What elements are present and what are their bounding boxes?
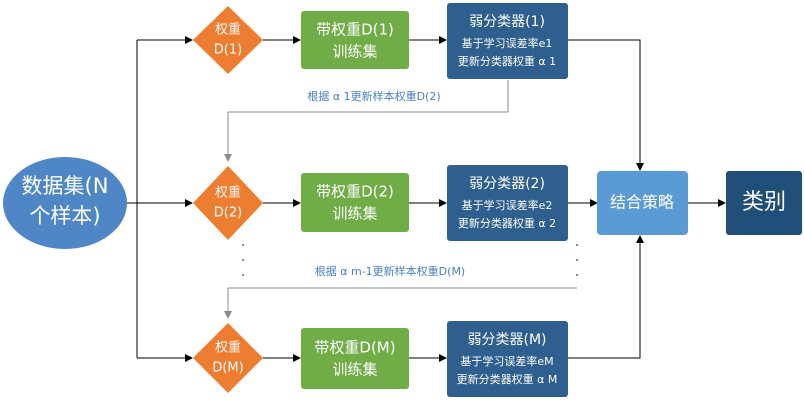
train-line1-2: 带权重D(2) (316, 183, 394, 201)
classifier-node-1: 弱分类器(1) 基于学习误差率e1 更新分类器权重 α 1 (447, 3, 568, 79)
classifier-title-m: 弱分类器(M) (467, 332, 546, 348)
classifier-line1-2: 基于学习误差率e2 (462, 198, 553, 212)
ellipsis-left (242, 244, 244, 276)
classifier-line2-m: 更新分类器权重 α M (457, 372, 558, 386)
classifier-line2-2: 更新分类器权重 α 2 (458, 216, 556, 230)
train-line2-m: 训练集 (332, 361, 377, 379)
dataset-node: 数据集(N 个样本) (3, 157, 127, 249)
train-node-1: 带权重D(1) 训练集 (301, 11, 409, 69)
weight-sub-1: D(1) (214, 43, 242, 58)
combine-node: 结合策略 (597, 171, 688, 235)
classifier-title-2: 弱分类器(2) (469, 176, 545, 192)
dataset-label-line1: 数据集(N (22, 174, 109, 198)
update-note-m: 根据 α m-1更新样本权重D(M) (315, 264, 465, 278)
weight-node-m: 权重 D(M) (193, 323, 263, 393)
weight-title-1: 权重 (215, 22, 241, 38)
classifier-line2-1: 更新分类器权重 α 1 (458, 54, 556, 68)
arrow-classifier-1-to-combine (568, 39, 644, 171)
classifier-line1-1: 基于学习误差率e1 (462, 36, 553, 50)
weight-title-2: 权重 (215, 185, 241, 201)
classifier-node-m: 弱分类器(M) 基于学习误差率eM 更新分类器权重 α M (447, 321, 568, 397)
classifier-title-1: 弱分类器(1) (469, 14, 545, 30)
train-node-2: 带权重D(2) 训练集 (301, 173, 409, 232)
classifier-node-2: 弱分类器(2) 基于学习误差率e2 更新分类器权重 α 2 (447, 165, 568, 241)
train-line1-1: 带权重D(1) (316, 21, 394, 39)
train-line2-1: 训练集 (332, 43, 377, 61)
weight-node-1: 权重 D(1) (193, 6, 263, 74)
train-line1-m: 带权重D(M) (314, 339, 395, 357)
ellipsis-right (576, 244, 578, 276)
weight-title-m: 权重 (215, 340, 241, 356)
dataset-label-line2: 个样本) (29, 204, 100, 228)
result-label: 类别 (742, 190, 786, 215)
weight-sub-m: D(M) (212, 361, 243, 376)
arrow-classifier-m-to-combine (568, 235, 644, 359)
arrow-update-weight-dm (224, 287, 577, 319)
result-node: 类别 (726, 171, 802, 235)
weight-node-2: 权重 D(2) (193, 166, 263, 240)
classifier-line1-m: 基于学习误差率eM (460, 354, 553, 368)
train-line2-2: 训练集 (332, 205, 377, 223)
arrow-update-weight-d2 (224, 80, 509, 162)
combine-label: 结合策略 (610, 193, 674, 212)
weight-sub-2: D(2) (214, 206, 242, 221)
train-node-m: 带权重D(M) 训练集 (301, 328, 409, 389)
update-note-1: 根据 α 1更新样本权重D(2) (307, 89, 440, 103)
